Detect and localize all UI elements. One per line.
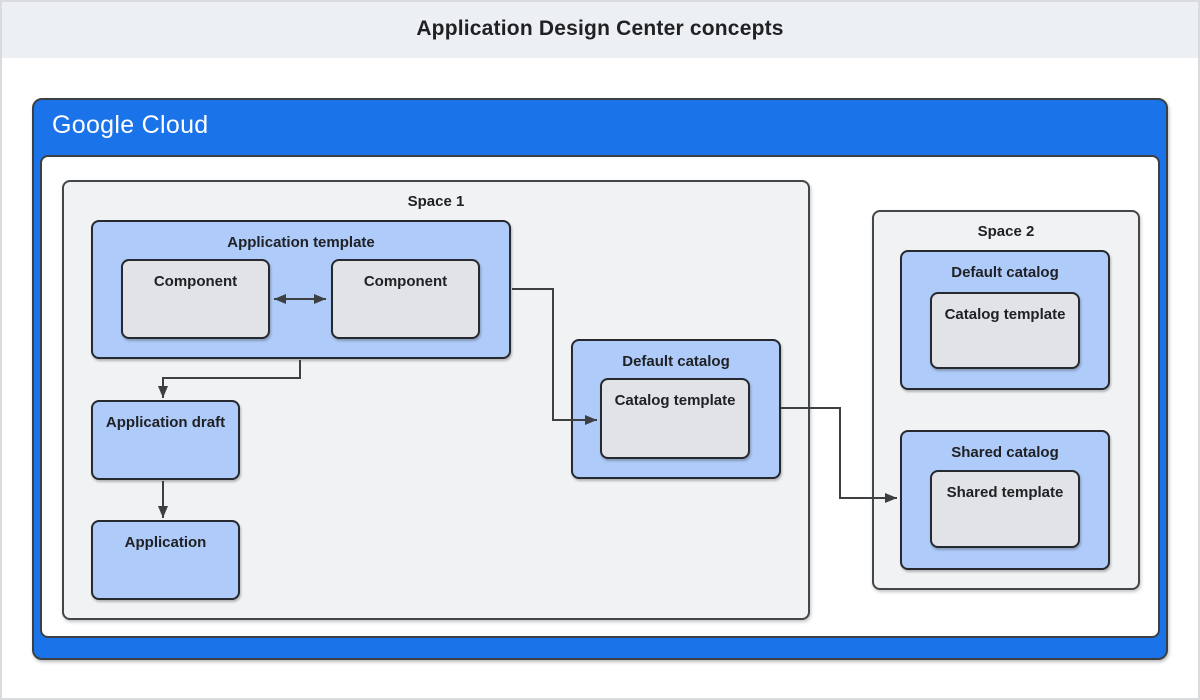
- component-node-1: Component: [121, 259, 270, 339]
- cloud-inner-panel: Space 1 Application template Component C…: [40, 155, 1160, 638]
- page-title: Application Design Center concepts: [416, 17, 784, 40]
- space1-default-catalog-label: Default catalog: [622, 353, 730, 370]
- shared-catalog-label: Shared catalog: [951, 444, 1059, 461]
- component-1-label: Component: [153, 273, 238, 290]
- space2-catalog-template-label: Catalog template: [944, 306, 1066, 323]
- application-template-node: Application template Component Component: [91, 220, 511, 359]
- space-2-label: Space 2: [977, 223, 1035, 240]
- application-draft-label: Application draft: [105, 414, 226, 431]
- application-draft-node: Application draft: [91, 400, 240, 480]
- application-node: Application: [91, 520, 240, 600]
- shared-template-node: Shared template: [930, 470, 1080, 548]
- google-cloud-container: Google Cloud Space 1 Application templat…: [32, 98, 1168, 660]
- space2-default-catalog-node: Default catalog Catalog template: [900, 250, 1110, 390]
- application-template-label: Application template: [227, 234, 375, 251]
- application-label: Application: [124, 534, 207, 551]
- component-2-label: Component: [363, 273, 448, 290]
- space-2-group: Space 2 Default catalog Catalog template…: [872, 210, 1140, 590]
- component-node-2: Component: [331, 259, 480, 339]
- space2-catalog-template-node: Catalog template: [930, 292, 1080, 369]
- space2-default-catalog-label: Default catalog: [951, 264, 1059, 281]
- space-1-group: Space 1 Application template Component C…: [62, 180, 810, 620]
- shared-catalog-node: Shared catalog Shared template: [900, 430, 1110, 570]
- space1-catalog-template-label: Catalog template: [614, 392, 736, 409]
- space1-catalog-template-node: Catalog template: [600, 378, 750, 459]
- title-bar: Application Design Center concepts: [0, 0, 1200, 58]
- shared-template-label: Shared template: [946, 484, 1064, 501]
- space1-default-catalog-node: Default catalog Catalog template: [571, 339, 781, 479]
- space-1-label: Space 1: [407, 193, 465, 210]
- google-cloud-logo: Google Cloud: [52, 111, 209, 139]
